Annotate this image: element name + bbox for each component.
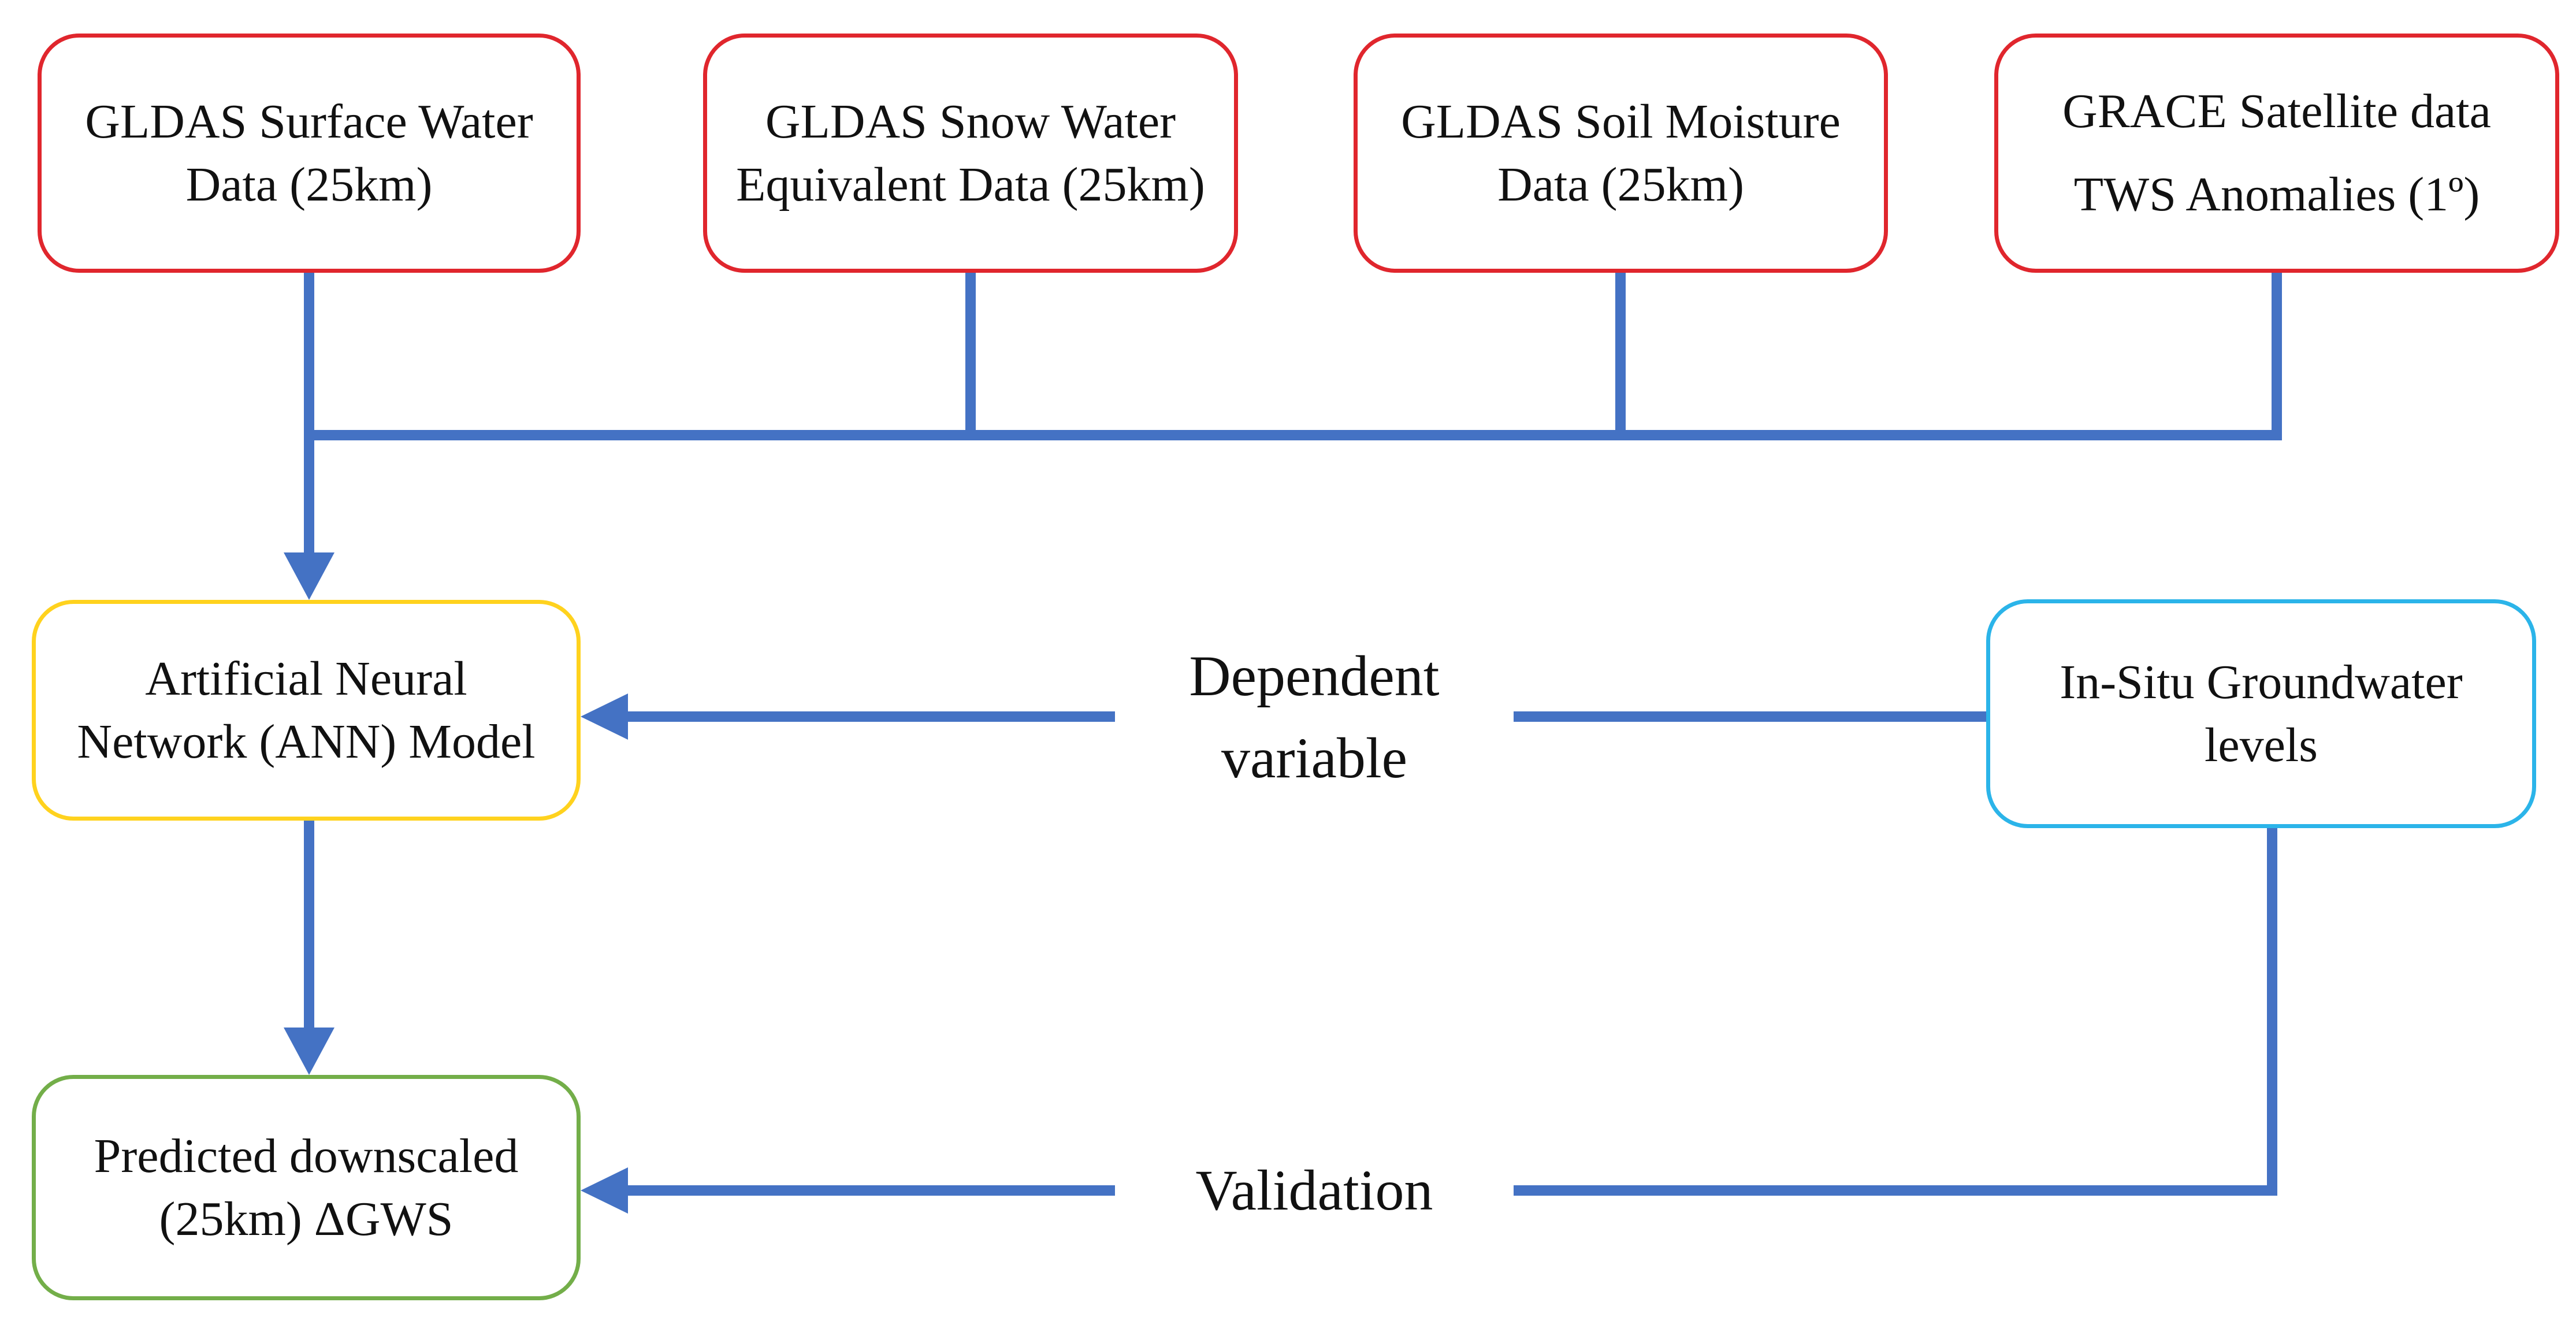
node-label-line: (25km) ΔGWS xyxy=(159,1192,454,1246)
connector-into-ann xyxy=(304,440,314,556)
node-insitu-groundwater: In-Situ Groundwater levels xyxy=(1986,599,2536,828)
node-gldas-soil-moisture: GLDAS Soil Moisture Data (25km) xyxy=(1354,34,1888,273)
edge-label-line: variable xyxy=(1221,726,1408,790)
connector-validation-right xyxy=(1514,1185,2277,1196)
edge-label-dependent-variable: Dependent variable xyxy=(1115,627,1514,807)
node-label-line: GLDAS Surface Water xyxy=(85,94,533,149)
edge-label-line: Dependent xyxy=(1189,644,1440,708)
node-label-line: Predicted downscaled xyxy=(94,1129,519,1183)
connector-validation-left xyxy=(624,1185,1115,1196)
connector-soil-moisture-drop xyxy=(1615,272,1626,440)
connector-grace-drop xyxy=(2272,272,2282,440)
node-grace-satellite: GRACE Satellite data TWS Anomalies (1º) xyxy=(1994,34,2559,273)
node-gldas-snow-water: GLDAS Snow Water Equivalent Data (25km) xyxy=(703,34,1238,273)
edge-label-validation: Validation xyxy=(1115,1150,1514,1231)
node-predicted-gws: Predicted downscaled (25km) ΔGWS xyxy=(32,1075,581,1300)
connector-merge-bus xyxy=(304,430,2282,440)
node-label-line: GLDAS Snow Water xyxy=(765,94,1176,149)
node-ann-model: Artificial Neural Network (ANN) Model xyxy=(32,600,581,821)
node-label-line: TWS Anomalies (1º) xyxy=(2073,168,2480,221)
node-label-line: In-Situ Groundwater xyxy=(2060,655,2463,709)
arrowhead-validation-icon xyxy=(581,1167,628,1214)
arrowhead-dependent-icon xyxy=(581,693,628,740)
node-label-line: Equivalent Data (25km) xyxy=(736,158,1205,212)
arrowhead-into-ann-icon xyxy=(284,552,334,600)
node-label-line: Data (25km) xyxy=(185,158,433,212)
node-label-line: Network (ANN) Model xyxy=(77,715,536,769)
node-label-line: Artificial Neural xyxy=(145,651,467,706)
node-label-line: GLDAS Soil Moisture xyxy=(1401,94,1841,149)
node-label-line: GRACE Satellite data xyxy=(2062,84,2491,138)
connector-ann-to-predicted xyxy=(304,819,314,1029)
connector-dependent-right xyxy=(1514,711,1986,722)
edge-label-line: Validation xyxy=(1195,1158,1433,1222)
connector-insitu-drop xyxy=(2267,827,2277,1196)
connector-dependent-left xyxy=(624,711,1115,722)
arrowhead-into-predicted-icon xyxy=(284,1028,334,1075)
connector-snow-water-drop xyxy=(965,272,976,440)
node-gldas-surface-water: GLDAS Surface Water Data (25km) xyxy=(38,34,581,273)
node-label-line: levels xyxy=(2205,718,2318,772)
node-label-line: Data (25km) xyxy=(1497,158,1744,212)
connector-surface-water-drop xyxy=(304,272,314,440)
